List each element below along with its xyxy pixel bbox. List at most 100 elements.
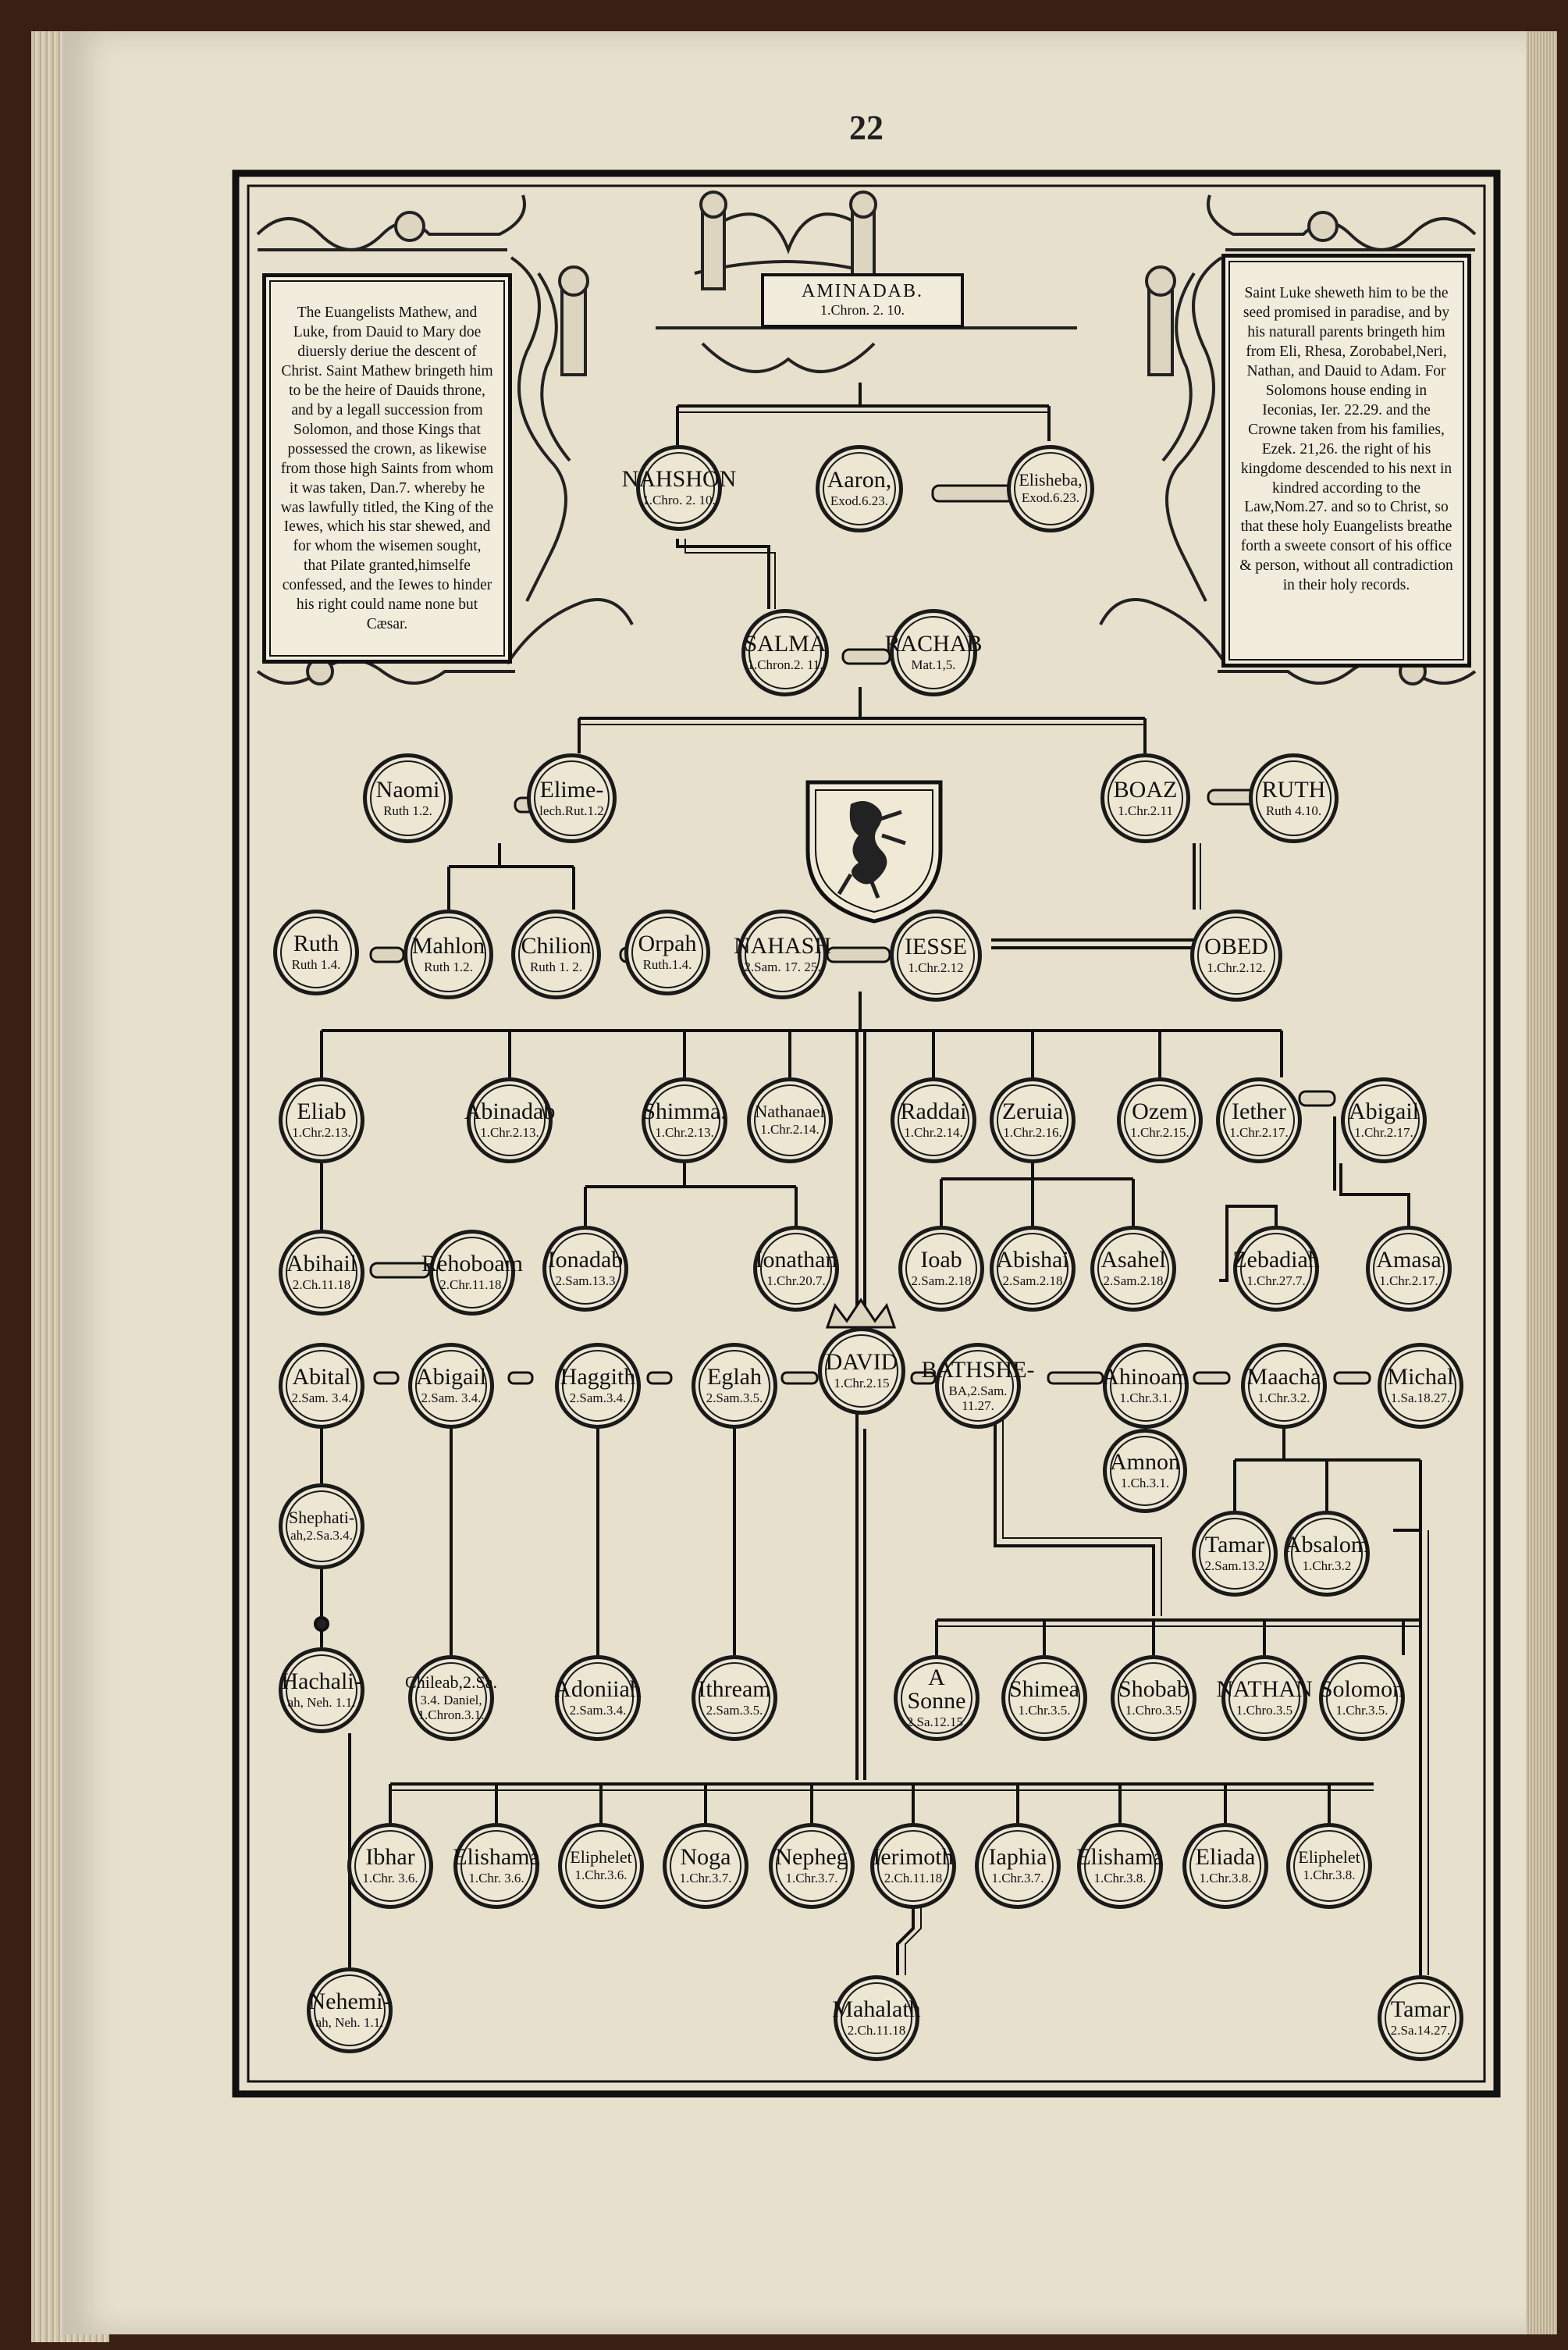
person-name: Shimma. [642,1098,727,1125]
person-name: RACHAB [884,631,983,657]
person-name: RUTH [1261,776,1326,803]
person-name: Nepheg [775,1844,848,1871]
person-name: Shobab [1118,1676,1189,1703]
person-name: NATHAN [1216,1676,1313,1703]
person-name: Iaphia [988,1844,1047,1871]
person-reference: 1.Chr.3.2. [1257,1390,1310,1406]
person-reference: 2.Sam.3.4. [569,1703,627,1718]
person-reference: 1.Chr.2.14. [904,1125,963,1141]
person-name: Adoniiah [554,1676,642,1703]
person-reference: 2.Ch.11.18 [292,1277,351,1293]
person-name: Mahalath [832,1996,921,2023]
person-name: Abishai [996,1247,1069,1273]
person-reference: Ruth 4.10. [1265,803,1322,818]
person-reference: 2.Sam.2.18 [1002,1273,1063,1289]
person-name: Zeruia [1001,1098,1064,1125]
person-reference: 1.Chr.3.7. [991,1871,1044,1886]
person-name: Chileab,2.Sa. [405,1672,497,1692]
person-name: OBED [1204,934,1268,960]
person-name: Abigail [1349,1098,1419,1125]
heraldic-shield-icon [805,780,943,924]
person-name: Amasa [1376,1247,1442,1273]
person-name: Shimea [1009,1676,1079,1703]
person-name: Noga [680,1844,731,1871]
page-edges-right [1526,31,1557,2334]
person-reference: 1.Chr.3.8. [1093,1871,1147,1886]
person-name: NAHASH [734,932,832,959]
person-chileab: Chileab,2.Sa.3.4. Daniel, 1.Chron.3.1. [405,1655,497,1741]
person-hachaliah: Hachali-ah, Neh. 1.1. [279,1647,364,1733]
person-reference: Ruth 1.4. [291,957,341,973]
person-elisheba: Elisheba,Exod.6.23. [1007,445,1094,532]
person-name: Amnon [1110,1449,1180,1476]
person-name: Elishama [1076,1844,1164,1871]
aminadab-plaque: AMINADAB. 1.Chron. 2. 10. [761,273,964,328]
person-reference: 2.Sam.2.18 [911,1273,972,1289]
person-name: SALMA [744,631,827,657]
person-name: Eglah [707,1364,762,1390]
person-reference: 2.Sa.14.27. [1390,2023,1451,2038]
person-name: Ithream [698,1676,771,1703]
person-reference: 2.Sam.3.4. [569,1390,627,1406]
person-reference: lech.Rut.1.2 [539,803,604,818]
person-name: Abinadab [464,1098,556,1125]
aminadab-name: AMINADAB. [802,281,923,301]
person-reference: 1.Chr.2.17. [1354,1125,1413,1141]
person-name: Mahlon [411,932,485,959]
person-elimelech: Elime-lech.Rut.1.2 [527,753,617,843]
person-reference: 1.Chr.2.16. [1003,1125,1062,1141]
person-name: Hachali- [281,1668,362,1695]
person-reference: 1.Chr.3.8. [1303,1868,1356,1883]
person-name: BATHSHE- [921,1356,1035,1383]
person-reference: 2.Chr.11.18. [439,1277,505,1293]
person-reference: 1.Chr.2.12. [1207,960,1266,976]
person-name: Michal [1387,1364,1454,1390]
person-name: Elime- [539,776,604,803]
person-name: Ionathan [755,1247,837,1273]
person-reference: 1.Chr.3.1. [1119,1390,1172,1406]
person-reference: 1.Chro. 2. 10. [642,493,716,508]
person-name: Solomon [1319,1676,1405,1703]
person-name: Eliphelet [570,1847,632,1868]
person-shimma: Shimma.1.Chr.2.13. [642,1077,727,1163]
person-name: Elisheba, [1019,470,1083,490]
person-name: Tamar [1390,1996,1451,2023]
person-reference: 1.Chr. 3.6. [468,1871,524,1886]
person-reference: 2.Sam.13.2 [1204,1558,1265,1574]
person-name: Absalom [1284,1532,1370,1558]
person-name: Ozem [1132,1098,1188,1125]
person-name: Tamar [1204,1532,1265,1558]
person-name: Nehemi- [308,1989,391,2015]
person-reference: 1.Chr.3.5. [1335,1703,1388,1718]
